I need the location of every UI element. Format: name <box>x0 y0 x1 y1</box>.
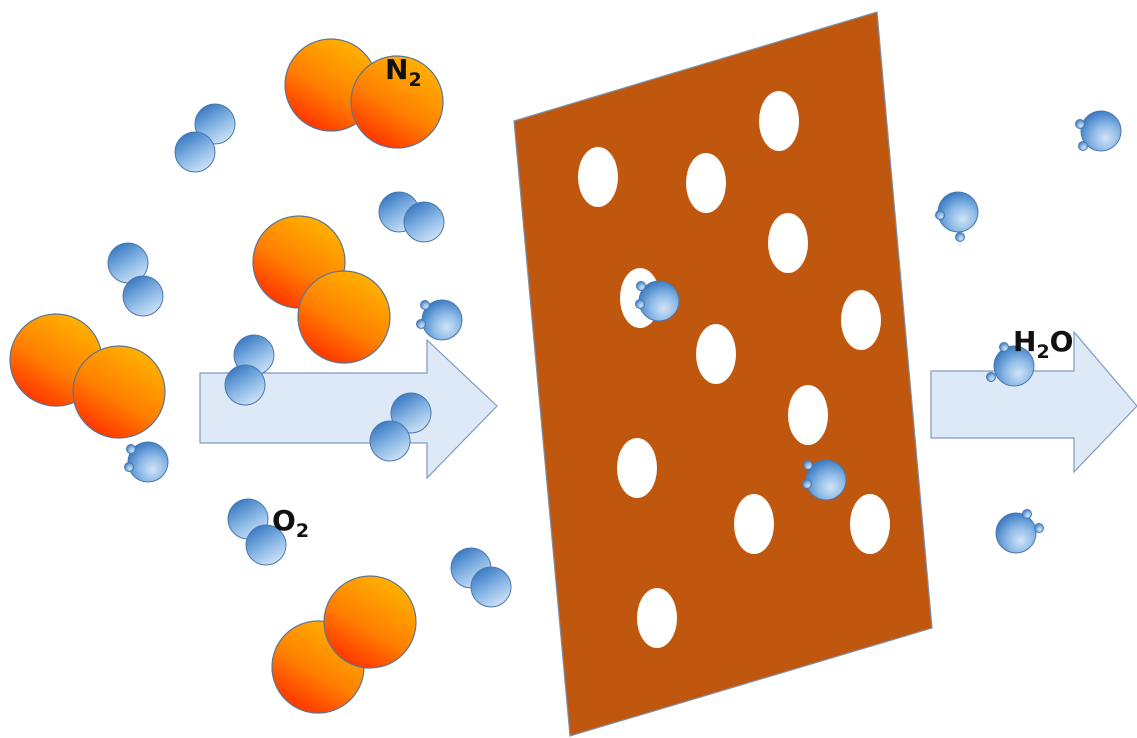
pore <box>788 385 828 445</box>
o2-label-sub: 2 <box>296 520 309 542</box>
n2-label: N2 <box>385 53 422 91</box>
pore <box>850 494 890 554</box>
membrane <box>513 11 933 737</box>
pore <box>696 324 736 384</box>
h2o-molecule <box>935 191 979 242</box>
h2o-molecule <box>802 459 847 501</box>
o2-molecule <box>227 498 287 566</box>
o2-molecule <box>107 242 164 317</box>
h2o-molecule <box>1075 110 1122 152</box>
pore <box>768 213 808 273</box>
h2o-label-tail: O <box>1050 325 1074 358</box>
o2-label: O2 <box>272 504 309 542</box>
o2-molecule <box>369 392 432 462</box>
o2-label-main: O <box>272 504 296 537</box>
n2-molecules <box>9 38 444 714</box>
h2o-molecule <box>124 441 169 483</box>
pore <box>759 91 799 151</box>
h2o-molecule <box>995 509 1044 554</box>
o2-molecules <box>107 103 512 608</box>
pore <box>841 290 881 350</box>
n2-label-sub: 2 <box>408 69 421 91</box>
o2-molecule <box>450 547 512 608</box>
h2o-label-main: H <box>1013 325 1036 358</box>
n2-label-main: N <box>385 53 408 86</box>
h2o-label-sub: 2 <box>1036 341 1049 363</box>
feed-arrow <box>199 338 498 480</box>
n2-molecule <box>252 215 391 364</box>
pore <box>686 153 726 213</box>
o2-molecule <box>174 103 236 173</box>
h2o-molecule <box>635 280 680 322</box>
o2-molecule <box>378 191 445 243</box>
n2-molecule <box>9 313 166 439</box>
o2-molecule <box>224 334 275 406</box>
n2-molecule <box>271 575 417 714</box>
h2o-molecule <box>986 342 1035 387</box>
pore <box>734 494 774 554</box>
permeate-arrow <box>930 330 1137 474</box>
pore <box>578 147 618 207</box>
h2o-label: H2O <box>1013 325 1073 363</box>
h2o-molecules <box>124 110 1122 554</box>
h2o-molecule <box>416 299 463 341</box>
pore <box>617 438 657 498</box>
pore <box>637 588 677 648</box>
n2-molecule <box>284 38 444 149</box>
